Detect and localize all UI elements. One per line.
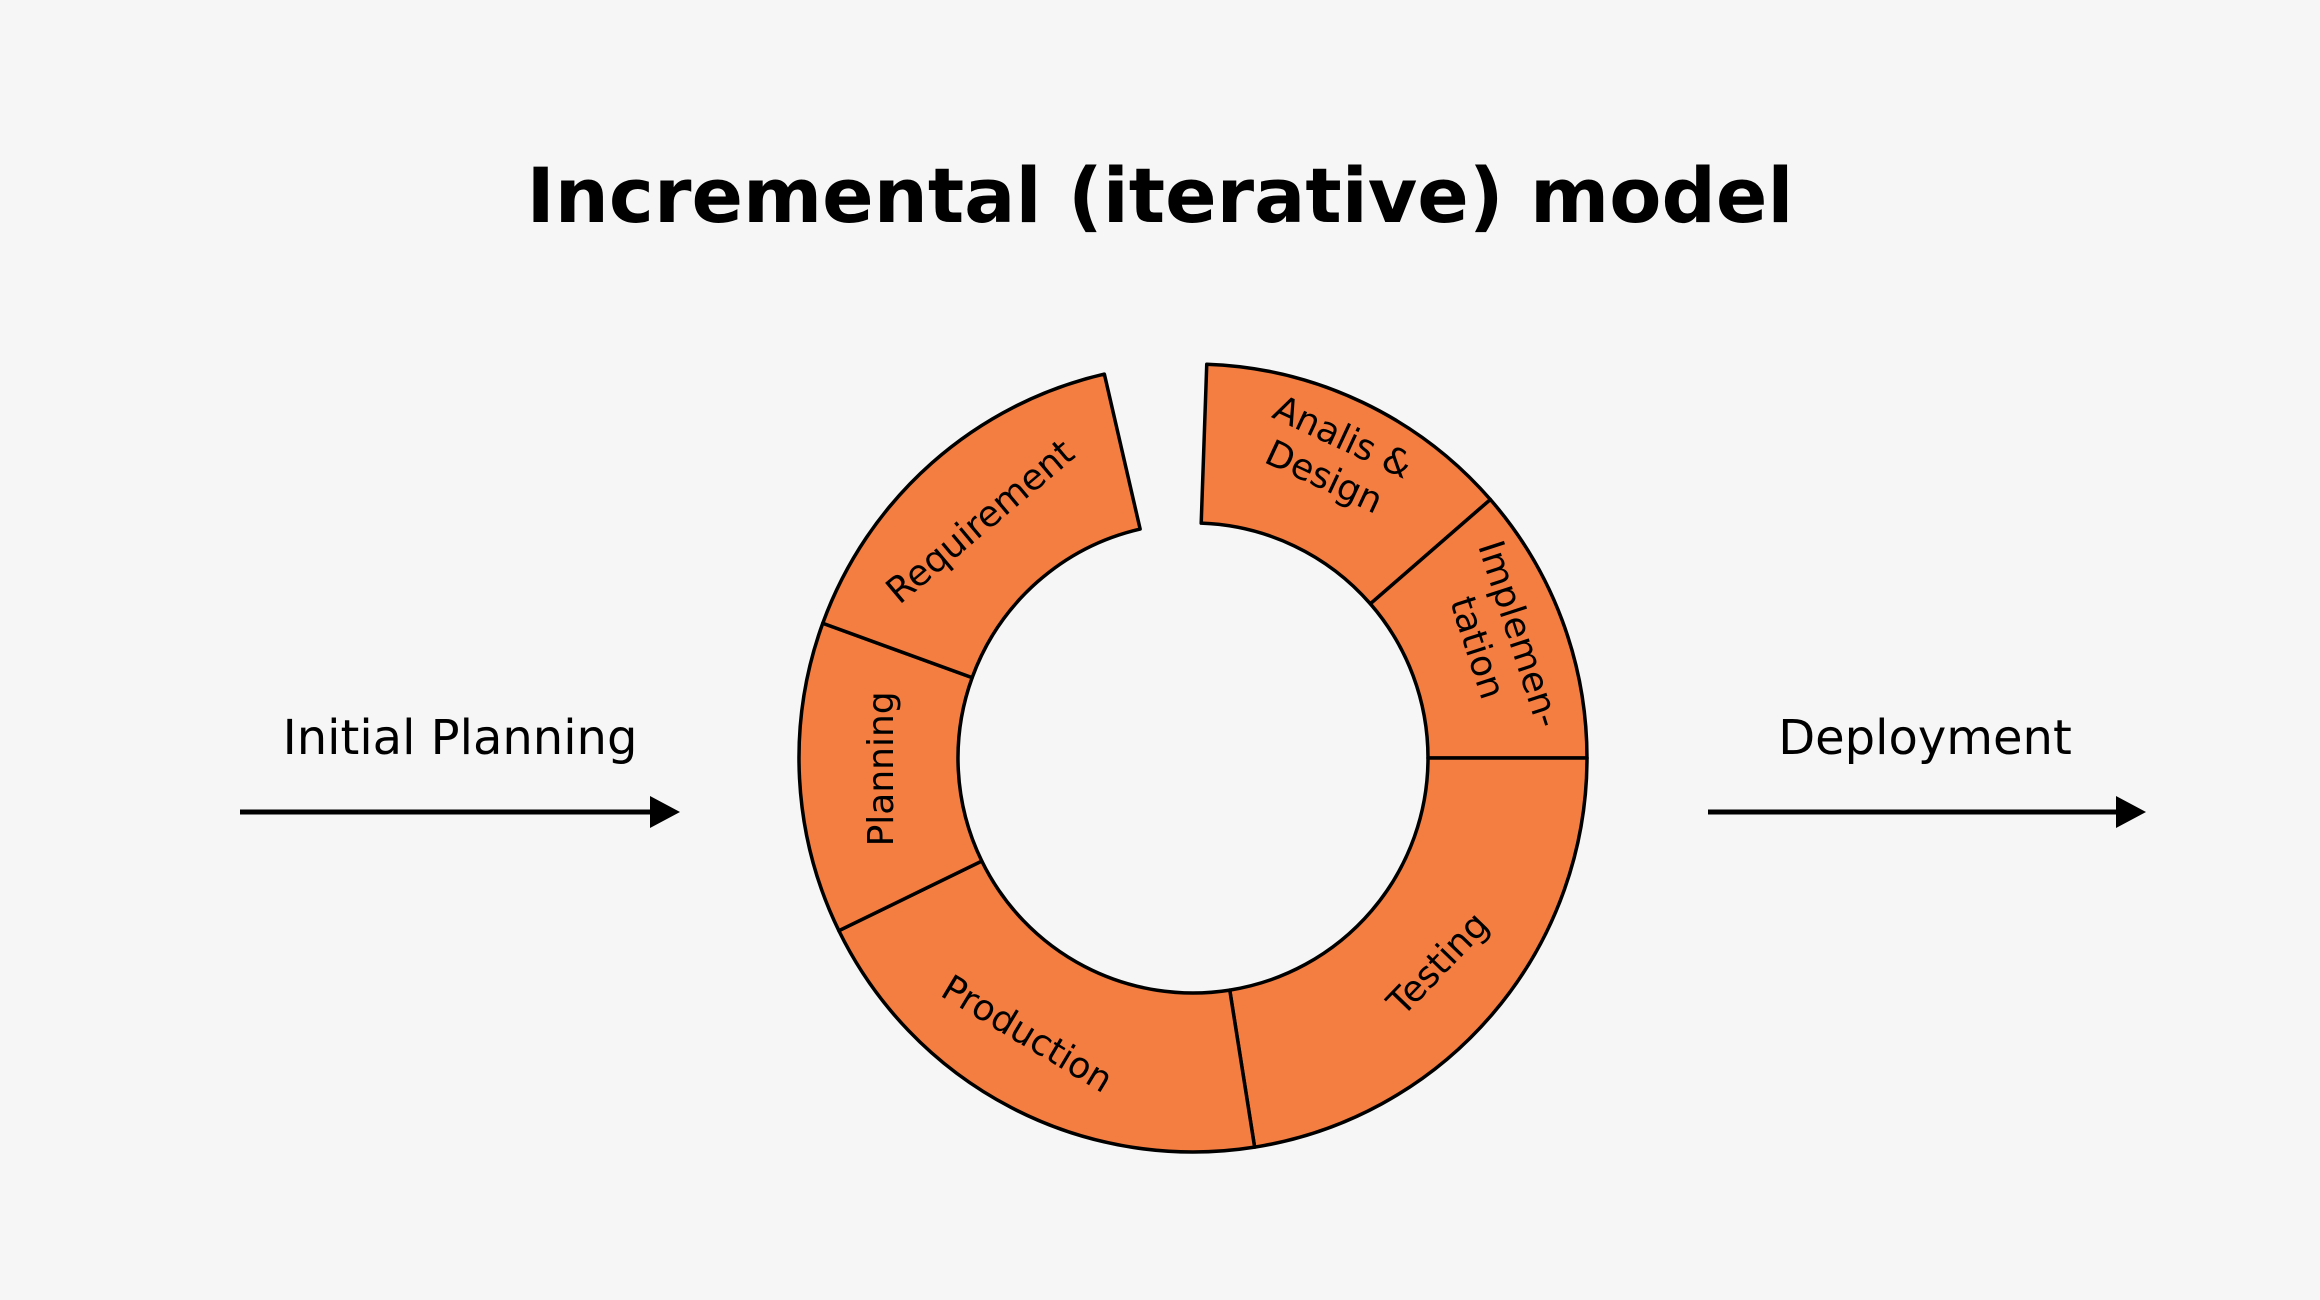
segment-requirement [821, 372, 1142, 680]
segment-label-line: Planning [861, 691, 902, 846]
initial-planning-label: Initial Planning [283, 710, 638, 766]
segment-label-planning: Planning [861, 691, 902, 846]
exit-arrowhead-icon [2116, 796, 2146, 828]
diagram-title: Incremental (iterative) model [527, 151, 1794, 240]
cycle-ring: Analis &DesignImplemen-tationTestingProd… [797, 362, 1589, 1154]
segment-production [837, 859, 1257, 1154]
entry-arrowhead-icon [650, 796, 680, 828]
segment-testing [1228, 756, 1589, 1149]
deployment-label: Deployment [1778, 710, 2072, 766]
segment-planning [797, 621, 984, 933]
